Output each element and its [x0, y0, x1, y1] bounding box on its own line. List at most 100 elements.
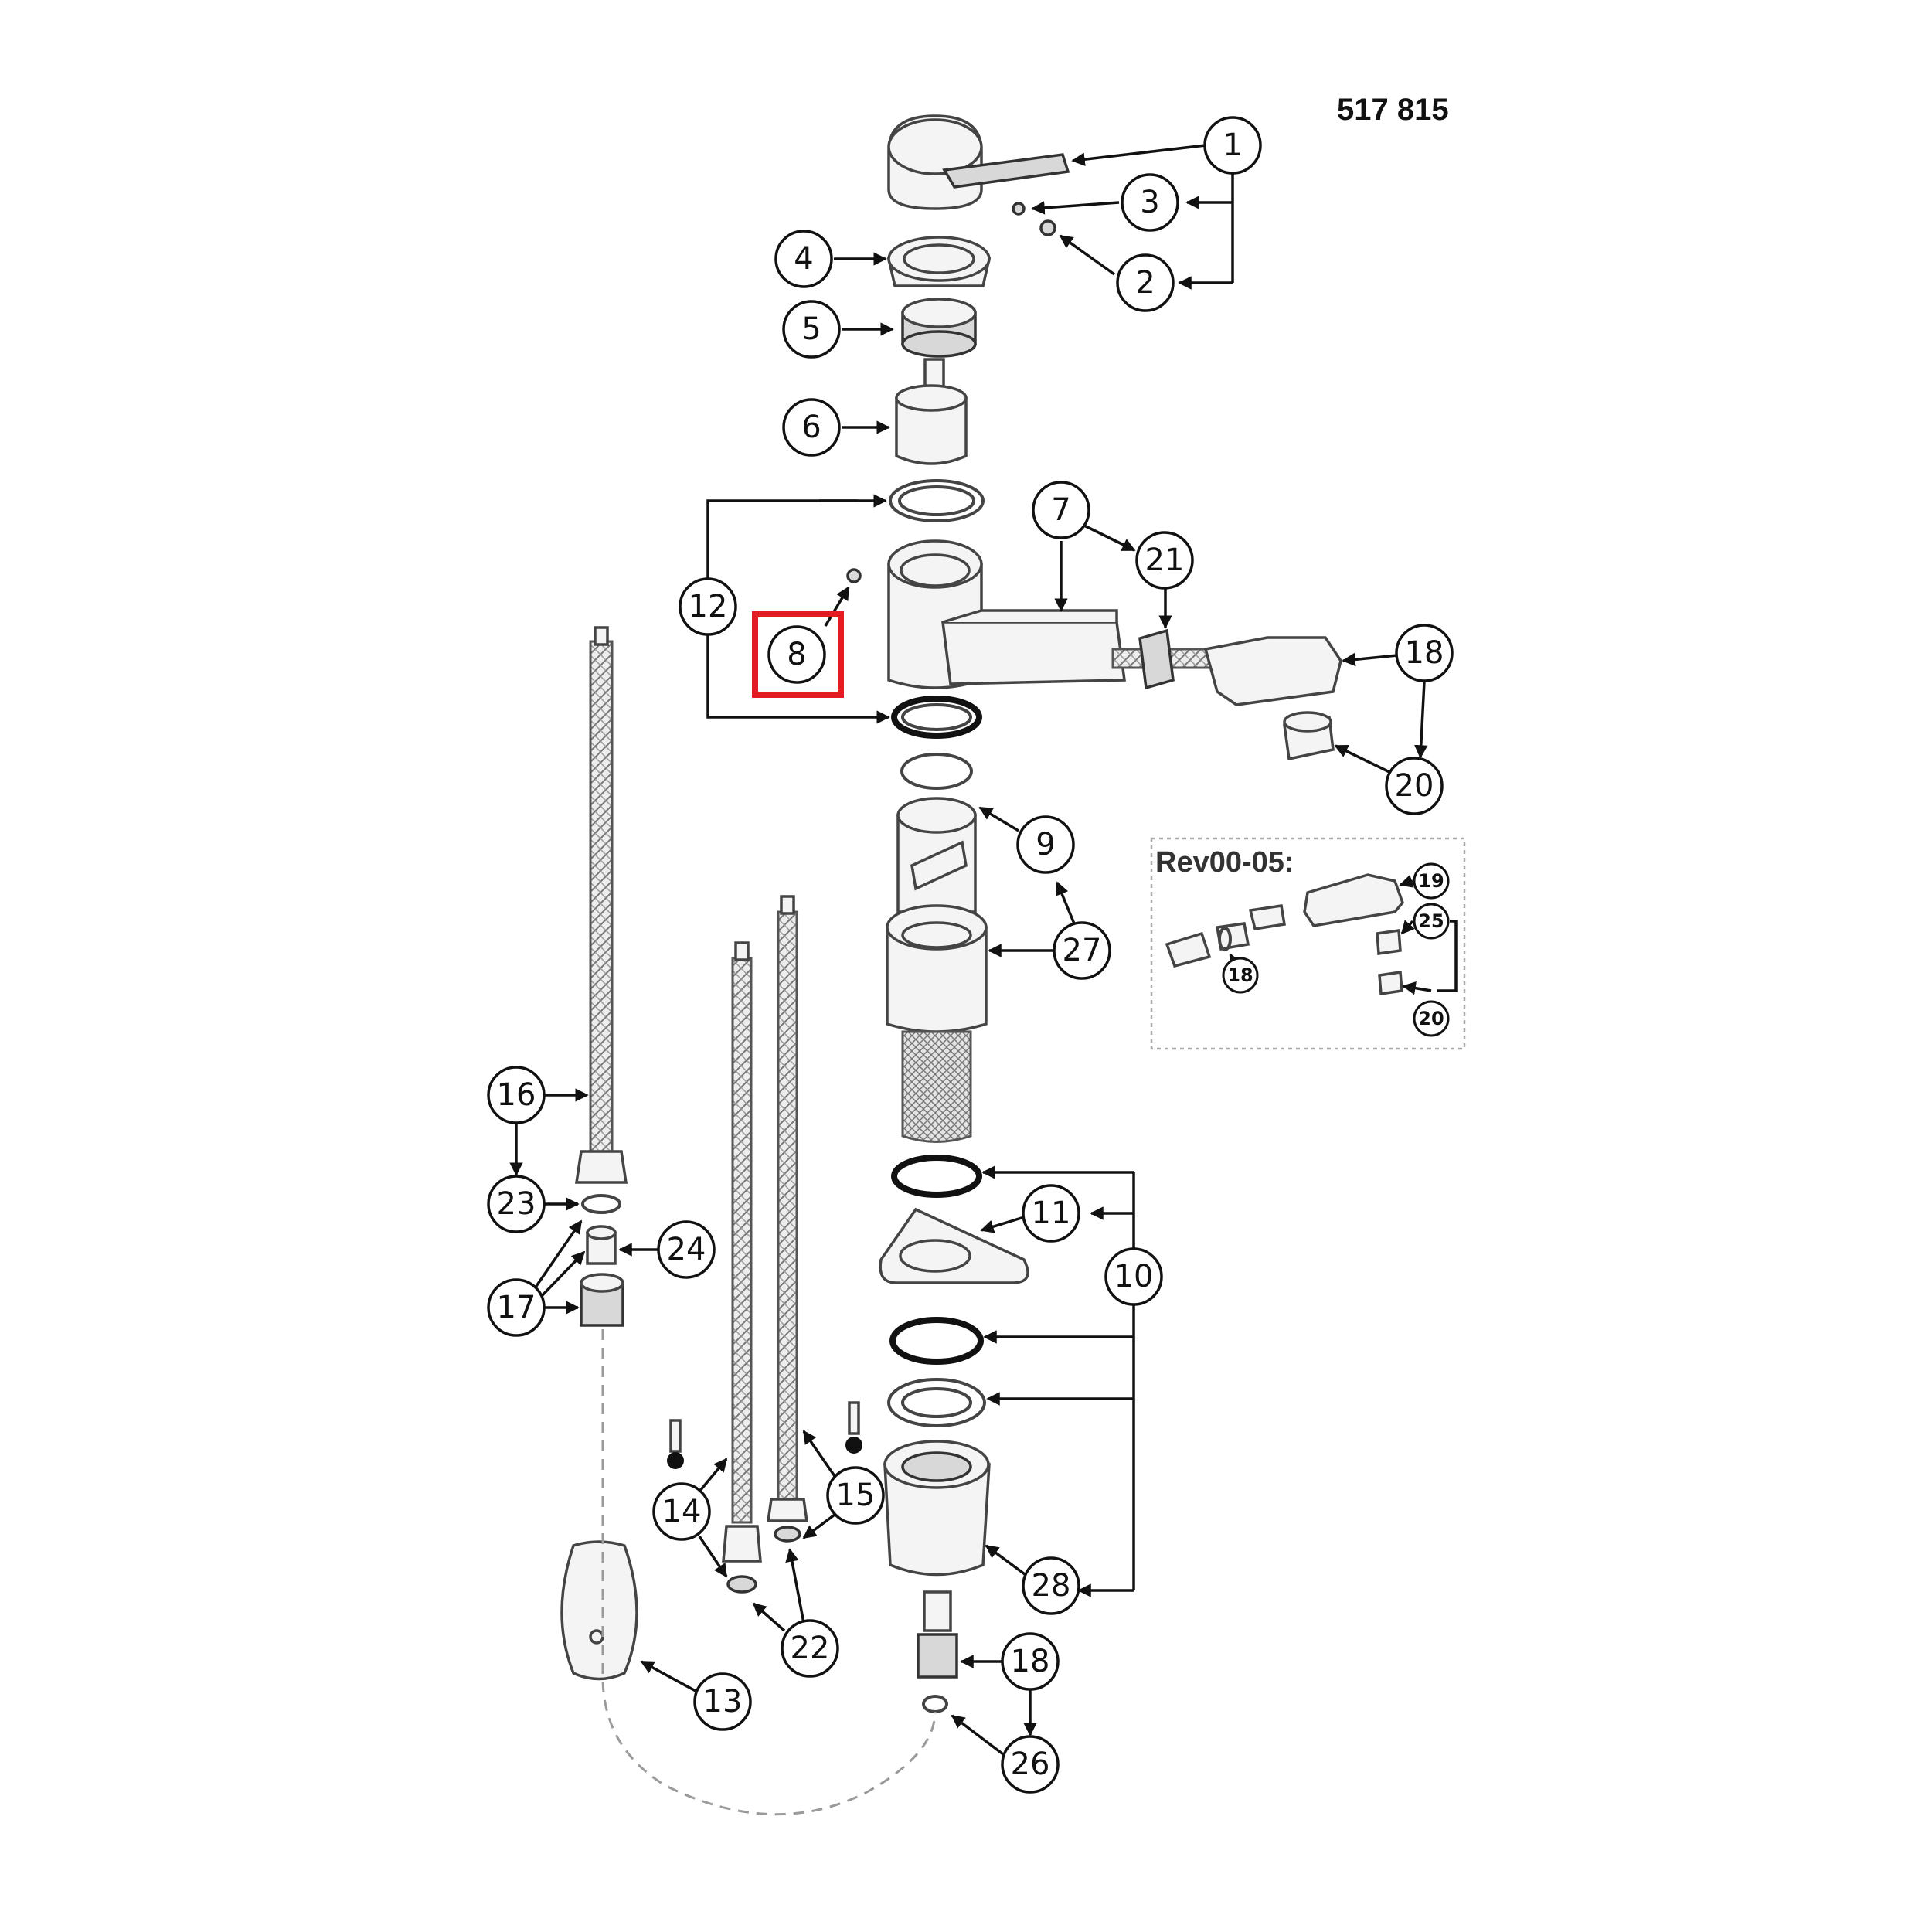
callout-23: 23: [487, 1175, 546, 1233]
small-screw-part: [846, 568, 862, 583]
spout-end-part: [1203, 636, 1342, 706]
inset-callout-19: 19: [1413, 862, 1450, 900]
callout-26: 26: [1001, 1735, 1060, 1794]
bonnet-nut-part: [901, 298, 977, 358]
base-gasket-part: [889, 1317, 984, 1365]
base-body-part: [886, 904, 988, 1143]
callout-11: 11: [1022, 1184, 1080, 1243]
spout-sleeve-part: [896, 797, 977, 913]
svg-text:25: 25: [1418, 910, 1444, 932]
callout-18-bottom: 18: [1001, 1632, 1060, 1691]
svg-text:26: 26: [1011, 1747, 1050, 1782]
callout-27: 27: [1053, 921, 1111, 980]
callout-5: 5: [782, 300, 841, 359]
inset-leader-25-frame: [1437, 920, 1458, 992]
svg-text:14: 14: [662, 1494, 702, 1529]
lower-seal-ring-part: [891, 696, 982, 739]
callout-2: 2: [1116, 253, 1175, 312]
svg-text:3: 3: [1140, 185, 1159, 220]
inset-leader-20: [1402, 981, 1432, 995]
leader-14-down: [698, 1536, 728, 1578]
leader-9: [978, 806, 1019, 832]
svg-text:6: 6: [801, 410, 821, 445]
callout-10: 10: [1104, 1247, 1163, 1306]
cartridge-part: [895, 358, 968, 465]
callout-12: 12: [679, 577, 737, 636]
inset-frame: [1150, 837, 1466, 1050]
leader-15-up: [802, 1430, 836, 1477]
inset-spout-drawing: [1165, 873, 1404, 996]
leader-22-a: [752, 1602, 786, 1632]
svg-text:12: 12: [689, 589, 728, 624]
svg-text:15: 15: [836, 1478, 876, 1513]
leader-7-right: [1083, 524, 1136, 552]
hose-washer-part: [581, 1194, 621, 1214]
aerator-part: [1283, 711, 1335, 761]
callout-16: 16: [487, 1066, 546, 1124]
hose-nut-part: [580, 1273, 624, 1327]
base-o-ring-part: [891, 1155, 982, 1198]
leader-18-to-20: [1414, 681, 1428, 759]
svg-text:28: 28: [1032, 1568, 1071, 1604]
leader-1: [1071, 144, 1206, 166]
leader-2: [1059, 234, 1116, 276]
svg-text:18: 18: [1405, 635, 1444, 671]
inset-callout-20: 20: [1413, 1000, 1450, 1037]
svg-text:9: 9: [1036, 827, 1055, 862]
inset-title: Rev00-05:: [1155, 846, 1294, 879]
cold-pin-part: [667, 1419, 684, 1469]
callout-15: 15: [826, 1466, 885, 1525]
dashed-chain-line: [601, 1329, 937, 1816]
plain-ring-part: [900, 753, 973, 790]
svg-text:20: 20: [1418, 1008, 1444, 1029]
leader-20: [1334, 744, 1392, 774]
inset-callout-25: 25: [1413, 903, 1450, 940]
nipple-washer-part: [922, 1695, 948, 1713]
callout-1: 1: [1203, 116, 1262, 175]
leader-8: [824, 586, 850, 627]
callout-8-highlighted: 8: [752, 611, 844, 698]
leader-18-top: [1342, 652, 1398, 667]
callout-21: 21: [1135, 531, 1194, 590]
callout-4: 4: [774, 230, 833, 288]
leader-15-down: [802, 1513, 836, 1539]
callout-28: 28: [1022, 1556, 1080, 1615]
callout-3: 3: [1121, 173, 1179, 232]
leader-28: [985, 1544, 1029, 1578]
base-plate-part: [879, 1207, 1029, 1284]
leader-9-from-27: [1055, 881, 1077, 928]
cover-cap-part: [886, 236, 992, 287]
grub-screw-part: [1039, 219, 1056, 236]
leader-12-bottom: [706, 632, 890, 724]
svg-text:5: 5: [801, 311, 821, 347]
svg-text:11: 11: [1032, 1196, 1071, 1231]
callout-20: 20: [1385, 757, 1444, 815]
svg-text:23: 23: [497, 1186, 536, 1222]
base-washer-inner: [901, 1387, 972, 1418]
highlight-box: [752, 611, 844, 698]
document-number: 517 815: [1337, 93, 1449, 127]
hose-weight-part: [560, 1540, 638, 1681]
svg-text:17: 17: [497, 1290, 536, 1325]
svg-text:20: 20: [1395, 768, 1434, 804]
svg-text:2: 2: [1135, 265, 1155, 301]
callout-14: 14: [652, 1482, 711, 1541]
callout-22: 22: [781, 1619, 839, 1678]
upper-seal-ring-inner: [898, 485, 975, 516]
callout-7: 7: [1032, 481, 1090, 539]
inset-leader-19: [1399, 874, 1414, 888]
callout-18-top: 18: [1395, 624, 1454, 682]
leader-12: [706, 499, 858, 581]
connection-nipple-part: [917, 1590, 958, 1679]
leader-17-a: [532, 1219, 583, 1291]
hot-hose-part: [766, 895, 809, 1522]
set-screw-part: [1012, 202, 1026, 216]
hot-hose-seal-part: [774, 1526, 801, 1543]
leader-3: [1031, 201, 1120, 215]
svg-text:7: 7: [1051, 492, 1070, 528]
lever-handle-part: [887, 114, 1070, 210]
fixing-sleeve-part: [883, 1440, 991, 1577]
svg-text:13: 13: [703, 1684, 743, 1719]
callout-13: 13: [693, 1672, 752, 1731]
